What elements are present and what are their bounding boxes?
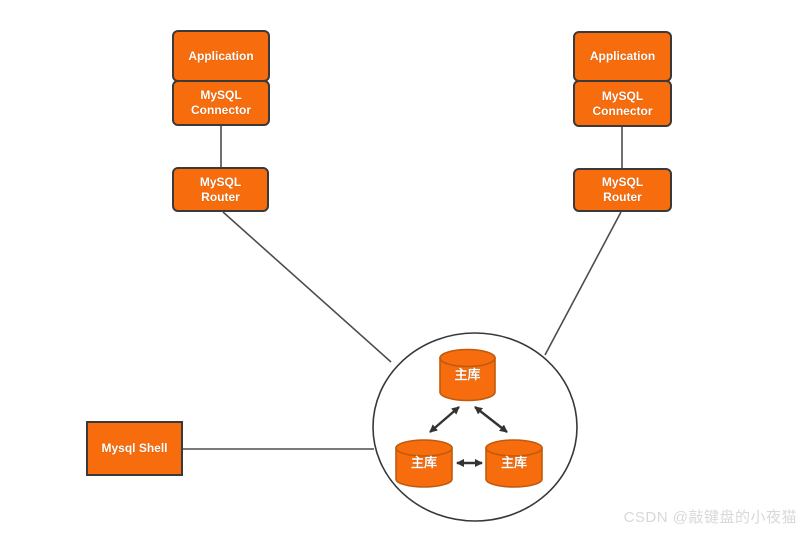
arrow-top-to-bottom-left (429, 406, 460, 433)
edge-router-right-to-cluster (544, 211, 622, 356)
node-application-right: Application (573, 31, 672, 82)
node-mysql-shell: Mysql Shell (86, 421, 183, 476)
node-mysql-router-right: MySQL Router (573, 168, 672, 212)
node-mysql-router-left: MySQL Router (172, 167, 269, 212)
database-cylinder-bottom-right-icon (485, 439, 543, 488)
node-mysql-connector-left: MySQL Connector (172, 80, 270, 126)
node-mysql-connector-right: MySQL Connector (573, 80, 672, 127)
database-cylinder-top-icon (439, 348, 496, 402)
edge-router-left-to-cluster (222, 211, 392, 363)
node-application-left: Application (172, 30, 270, 82)
database-cylinder-bottom-left-icon (395, 439, 453, 488)
csdn-watermark: CSDN @敲键盘的小夜猫 (623, 509, 797, 526)
arrow-top-to-bottom-right (474, 406, 508, 433)
